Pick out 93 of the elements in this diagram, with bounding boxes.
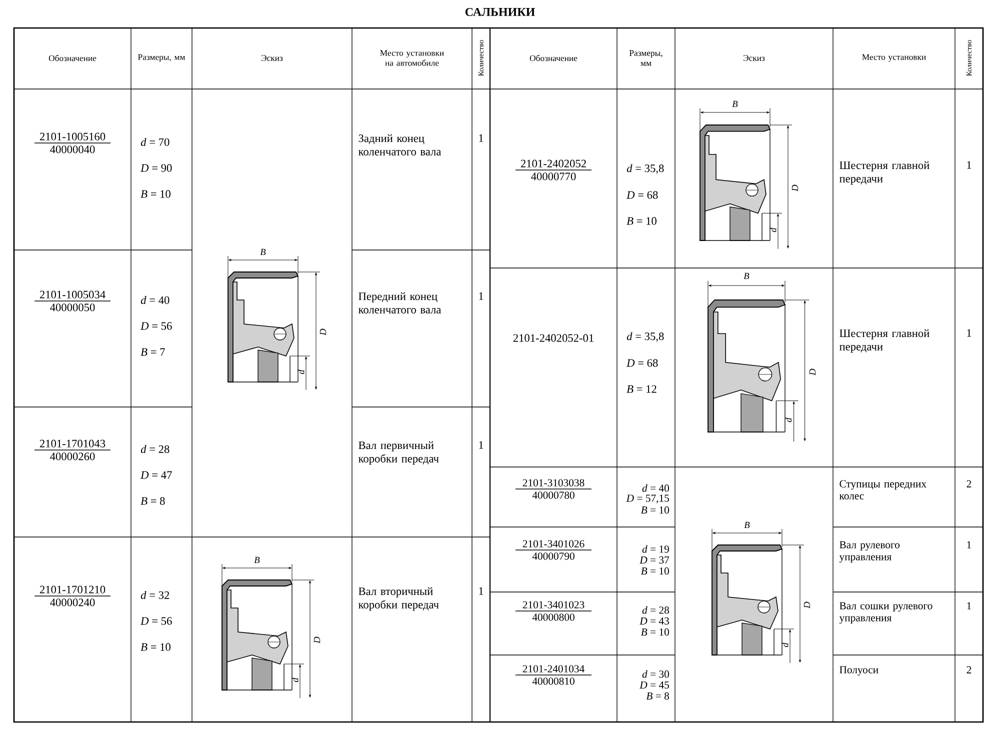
part-number: 2101-3401023: [522, 601, 584, 608]
quantity: 1: [967, 161, 972, 169]
part-number: 40000780: [532, 492, 574, 499]
dimension-value: D = 90: [140, 164, 172, 172]
dimension-letter: B: [258, 248, 268, 256]
dimension-value: d = 32: [140, 591, 170, 599]
part-number: 2101-2401034: [522, 665, 584, 672]
location-text: Вал рулевого управления: [839, 541, 900, 563]
column-header: Эскиз: [262, 55, 283, 61]
dimension-value: B = 8: [140, 497, 165, 505]
quantity: 1: [479, 441, 484, 449]
dimension-value: B = 12: [626, 385, 656, 393]
location-text: Вал сошки рулевого управления: [839, 602, 932, 624]
dimension-letter: D: [314, 636, 320, 644]
part-number: 40000240: [50, 598, 95, 606]
dimension-value: d = 35,8: [626, 164, 664, 174]
dimension-value: d = 35,8: [626, 332, 664, 342]
dimension-value: B = 7: [140, 348, 165, 356]
dimension-value: D = 47: [140, 471, 172, 479]
dimension-value: D = 43: [640, 617, 669, 625]
dimension-value: D = 56: [140, 617, 172, 625]
column-header: Обозначение: [48, 54, 96, 62]
part-number: 2101-3401026: [522, 540, 584, 548]
dimension-value: d = 19: [642, 545, 669, 553]
location-text: Задний конец коленчатого вала: [358, 134, 442, 156]
part-number: 2101-1701210: [40, 586, 106, 594]
location-text: Шестерня главной передачи: [839, 329, 930, 353]
dimension-value: D = 56: [140, 322, 172, 330]
dimension-value: D = 68: [626, 191, 658, 199]
location-text: Шестерня главной передачи: [839, 161, 930, 185]
column-header: Обозначение: [530, 54, 578, 62]
part-number: 40000260: [50, 452, 95, 460]
location-text: Ступицы передних колес: [839, 480, 926, 500]
quantity: 2: [966, 666, 972, 674]
dimension-letter: D: [792, 184, 798, 192]
quantity: 1: [479, 292, 484, 300]
column-header: Место установки: [862, 54, 926, 62]
dimension-letter: d: [298, 370, 304, 374]
part-number: 40000040: [50, 146, 95, 154]
part-number: 2101-2402052-01: [513, 334, 594, 342]
dimension-value: D = 68: [626, 359, 658, 367]
dimension-value: B = 10: [140, 643, 170, 651]
location-text: Передний конец коленчатого вала: [358, 292, 442, 314]
column-header: Место установки на автомобиле: [380, 50, 444, 66]
part-number: 40000810: [532, 678, 574, 685]
dimension-value: B = 10: [640, 506, 669, 514]
dimension-value: B = 10: [640, 567, 669, 575]
dimension-letter: d: [292, 678, 298, 682]
dimension-letter: B: [252, 556, 262, 564]
quantity: 1: [479, 134, 484, 142]
part-number: 40000770: [531, 172, 576, 180]
table-title: САЛЬНИКИ: [465, 8, 535, 16]
quantity: 1: [967, 329, 972, 337]
dimension-letter: B: [742, 520, 752, 530]
quantity: 1: [967, 541, 972, 548]
dimension-letter: D: [320, 328, 326, 336]
dimension-value: d = 28: [140, 445, 170, 453]
dimension-letter: d: [785, 418, 792, 422]
dimension-value: B = 10: [140, 190, 170, 198]
dimension-value: D = 45: [640, 681, 669, 689]
dimension-letter: D: [804, 602, 810, 608]
dimension-value: B = 10: [626, 217, 656, 225]
part-number: 2101-2402052: [520, 160, 586, 168]
dimension-letter: d: [782, 642, 788, 648]
dimension-value: D = 57,15: [626, 494, 669, 504]
dimension-value: d = 70: [140, 138, 170, 146]
quantity: 1: [479, 587, 484, 595]
quantity: 1: [967, 602, 972, 610]
part-number: 40000800: [532, 614, 574, 621]
quantity: 2: [966, 480, 972, 488]
location-text: Полуоси: [840, 666, 878, 676]
dimension-letter: D: [809, 368, 816, 376]
part-number: 2101-3103038: [522, 479, 584, 486]
column-header: Размеры, мм: [138, 54, 186, 62]
dimension-letter: d: [770, 228, 776, 232]
dimension-value: d = 30: [642, 670, 669, 678]
dimension-value: B = 10: [640, 628, 669, 636]
dimension-value: D = 37: [640, 556, 670, 564]
location-text: Вал первичный коробки передач: [358, 441, 439, 465]
part-number: 2101-1005034: [40, 290, 106, 298]
part-number: 40000050: [50, 304, 95, 312]
column-header: Эскиз: [744, 55, 765, 61]
dimension-value: d = 40: [140, 296, 170, 304]
part-number: 2101-1701043: [40, 440, 106, 448]
part-number: 40000790: [532, 552, 574, 560]
part-number: 2101-1005160: [40, 132, 106, 140]
dimension-value: B = 8: [646, 692, 669, 700]
location-text: Вал вторичный коробки передач: [358, 587, 439, 611]
dimension-letter: B: [742, 272, 751, 280]
dimension-letter: B: [730, 100, 740, 108]
column-header: Размеры, мм: [629, 50, 662, 66]
dimension-value: d = 28: [642, 606, 669, 614]
dimension-value: d = 40: [642, 484, 669, 492]
